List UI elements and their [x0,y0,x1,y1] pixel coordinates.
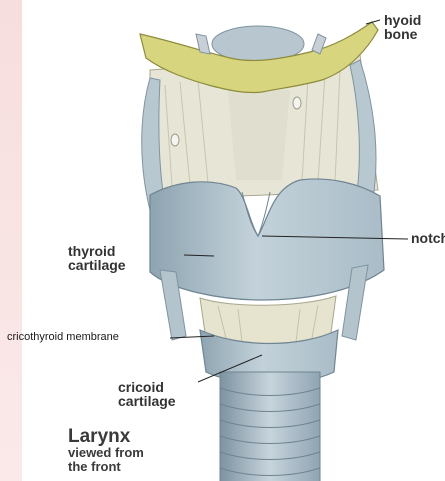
cricoid-label-line1: cricoid [118,380,176,394]
thyroid-label-line2: cartilage [68,258,126,272]
cricoid-label-line2: cartilage [118,394,176,408]
membrane-foramen-right [293,97,301,109]
thyroid-label-line1: thyroid [68,244,126,258]
notch-label: notch [411,231,445,245]
figure-title-sub-line1: viewed from [68,446,144,459]
hyoid-bone-label: hyoid bone [384,13,421,42]
hyoid-label-line2: bone [384,27,421,41]
cricothyroid-membrane-label: cricothyroid membrane [7,332,119,343]
membrane-central-ligament [228,90,290,180]
cricoid-cartilage-label: cricoid cartilage [118,380,176,409]
thyroid-cartilage-label: thyroid cartilage [68,244,126,273]
figure-title: Larynx viewed from the front [68,427,144,473]
hyoid-label-line1: hyoid [384,13,421,27]
figure-title-sub-line2: the front [68,460,144,473]
membrane-foramen-left [171,134,179,146]
thyroid-cartilage-shape [150,179,384,300]
figure-title-main: Larynx [68,427,144,446]
trachea [220,372,320,481]
